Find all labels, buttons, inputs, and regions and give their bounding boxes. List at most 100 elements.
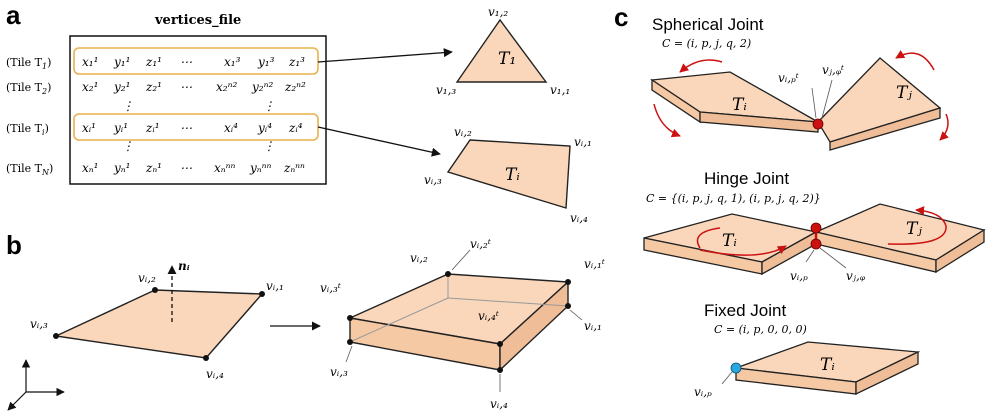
spherical-joint-point [812,118,824,130]
vdots: ⋮ [122,99,134,113]
hidden-edge [349,297,449,343]
hinge-tile-j-front [935,228,985,274]
row-tile-label: (Tile T1) [6,56,51,71]
table-cell: z₂ⁿ² [284,80,306,94]
vertex-label: vᵢ,₄ [570,211,588,225]
hidden-edge [447,297,569,307]
vertex-label: vᵢ,₃ [330,365,348,379]
vdots: ⋮ [263,99,275,113]
joint-label: vᵢ,ₚ [790,269,808,283]
sph-tile-i-label: Tᵢ [732,95,747,115]
table-cell: xᵢ¹ [82,121,96,135]
vertex-label: vᵢ,₂ᵗ [470,237,491,251]
vertex-label: v₁,₃ [436,83,456,97]
vertex-label: v₁,₁ [550,83,570,97]
panel-c-label: c [614,2,628,32]
sph-tile-j-label: Tⱼ [896,83,912,103]
row-tile-label: (Tile TN) [6,162,53,177]
arrow-to-triangle [317,48,453,63]
fixed-joint-point [730,362,742,374]
table-cell: xₙ¹ [82,161,98,175]
rotation-arrow [887,206,947,245]
table-cell: zₙ¹ [145,161,162,175]
triangle-tile [455,18,548,83]
joint-label: vⱼ,ᵩᵗ [822,63,844,77]
rotation-arrow [699,245,787,256]
table-cell: x₁¹ [82,55,98,69]
hinge-joint-point [810,222,822,234]
hinge-constraint: C = {(i, p, j, q, 1), (i, p, j, q, 2)} [646,192,821,205]
hinge-tile-j-label: Tⱼ [906,219,922,239]
leader-line [805,249,815,263]
row-tile-label: (Tile T2) [6,81,51,96]
table-cell: z₁¹ [145,55,162,69]
vertex-label: vᵢ,₄ [490,397,508,411]
vertex-dot [347,339,353,345]
table-cell: x₂ⁿ² [216,80,237,94]
leader-line [569,309,583,321]
vertex-label: vᵢ,₃ [30,317,48,331]
table-cell: yₙ¹ [113,161,130,175]
vertex-label: vᵢ,₁ [584,319,602,333]
sph-tile-j-side [829,107,941,151]
table-cell: ⋯ [180,121,192,135]
vertex-dot [53,333,59,339]
table-cell: x₂¹ [82,80,98,94]
table-cell: yᵢ⁴ [257,121,272,135]
vertex-dot [497,367,503,373]
vertex-dot [445,271,451,277]
leader-line [721,371,733,385]
joint-label: vᵢ,ₚ [694,385,712,399]
table-cell: zᵢ¹ [145,121,160,135]
table-cell: y₁³ [257,55,275,69]
fixed-title: Fixed Joint [704,301,786,320]
vertex-label: v₁,₂ [488,5,508,19]
table-cell: xₙⁿⁿ [214,161,235,175]
joint-label: vⱼ,ᵩ [846,269,866,283]
table-cell: yₙⁿⁿ [249,161,272,175]
leader-line [811,87,817,119]
sph-tile-i-front [699,111,819,133]
rotation-arrow [939,113,949,141]
vertex-label: vᵢ,₄ [206,367,224,381]
vertex-dot [497,341,503,347]
quad-tile [446,139,571,209]
vertex-dot [152,287,158,293]
normal-label: nᵢ [178,259,190,273]
vertices-table [69,35,327,185]
arrow-to-quad [317,126,441,157]
leader-line [451,249,471,271]
table-cell: zₙⁿⁿ [283,161,305,175]
leader-line [821,79,833,119]
vertex-label: vᵢ,₁ [266,279,284,293]
vdots: ⋮ [122,139,134,153]
table-cell: y₂ⁿ² [251,80,273,94]
vertex-label: vᵢ,₂ [454,125,472,139]
rotation-arrow [895,50,935,71]
hinge-title: Hinge Joint [704,169,789,188]
vertex-label: vᵢ,₃ᵗ [320,281,341,295]
table-cell: ⋯ [180,55,192,69]
hinge-tile-i-label: Tᵢ [722,231,737,251]
vertex-dot [347,315,353,321]
table-cell: yᵢ¹ [113,121,128,135]
leader-line [819,247,847,269]
rotation-arrow [696,227,721,249]
table-cell: y₂¹ [113,80,130,94]
panel-a-label: a [6,0,21,30]
triangle-label: T₁ [498,49,516,69]
flat-tile [53,289,264,359]
row-highlight-1 [73,47,319,75]
table-cell: ⋯ [180,161,192,175]
vertex-label: vᵢ,₃ [424,173,442,187]
vertex-dot [203,355,209,361]
table-cell: ⋯ [180,80,192,94]
leader-line [345,345,353,363]
rotation-arrow [679,59,723,73]
vertex-label: vᵢ,₁ [574,135,592,149]
vertex-dot [565,279,571,285]
joint-label: vᵢ,ₚᵗ [778,71,799,85]
table-cell: xᵢ⁴ [224,121,238,135]
vertex-label: vᵢ,₂ [138,271,156,285]
